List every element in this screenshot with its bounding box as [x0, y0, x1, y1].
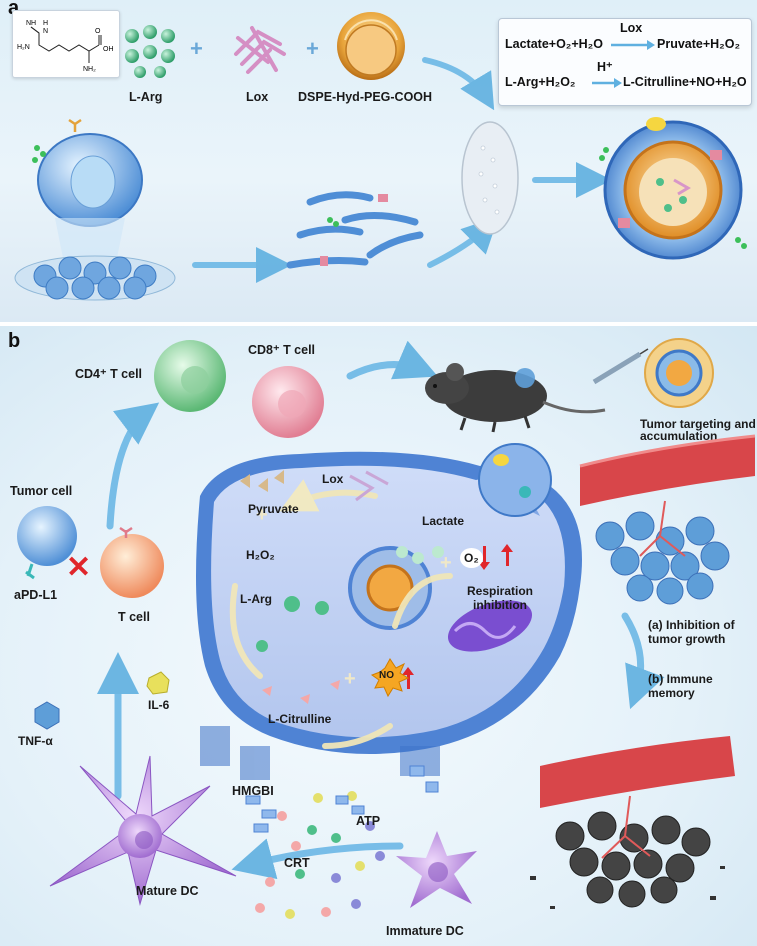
membrane-disc	[461, 121, 519, 235]
l-arg-structure: NH H N H₂N OH O NH₂	[12, 10, 120, 78]
reaction-1-left: Lactate+O₂+H₂O	[505, 37, 603, 51]
cell-membrane-source	[14, 118, 176, 301]
reaction-2-arrow	[592, 78, 622, 88]
l-arg-cell-label: L-Arg	[240, 592, 272, 606]
l-arg-structure-drawing: NH H N H₂N OH O NH₂	[17, 20, 114, 73]
struct-n: N	[43, 28, 48, 35]
cd4-t-cell-label: CD4⁺ T cell	[75, 367, 143, 381]
reaction-box: Lactate+O₂+H₂O Lox Pruvate+H₂O₂ L-Arg+H₂…	[498, 18, 752, 106]
struct-nh2: NH₂	[83, 66, 96, 73]
hmgbi-label: HMGBI	[232, 784, 274, 798]
struct-h: H	[43, 20, 48, 27]
l-citrulline-label: L-Citrulline	[268, 712, 332, 726]
panel-b-letter: b	[8, 330, 21, 352]
cd4-t-cell	[154, 340, 226, 412]
il-6-label: IL-6	[148, 698, 170, 712]
struct-oh: OH	[103, 46, 114, 53]
mature-dc	[49, 755, 237, 906]
svg-text:+: +	[256, 504, 268, 526]
struct-nh: NH	[26, 20, 36, 27]
lox-label: Lox	[246, 90, 269, 104]
immature-dc-label: Immature DC	[386, 924, 464, 938]
cd8-t-cell-label: CD8⁺ T cell	[248, 343, 316, 357]
reaction-1-catalyst: Lox	[620, 21, 643, 35]
syringe-icon	[592, 348, 649, 385]
apd-l1-label: aPD-L1	[14, 588, 58, 602]
reaction-1-right: Pruvate+H₂O₂	[657, 37, 741, 51]
no-label: NO	[379, 670, 394, 681]
svg-text:+: +	[344, 668, 356, 690]
panel-a-letter: a	[8, 0, 19, 20]
reaction-1-arrow	[611, 40, 655, 50]
mouse	[425, 363, 606, 433]
t-cell	[100, 526, 164, 598]
respiration-label: Respiration inhibition	[466, 584, 533, 612]
l-arg-label: L-Arg	[129, 90, 163, 104]
reaction-2-left: L-Arg+H₂O₂	[505, 75, 576, 89]
tumor-cell	[17, 506, 77, 580]
panel-a: a NH H N H₂N OH O NH₂ L-Arg +	[0, 0, 757, 322]
panel-b: b CD4⁺ T cell CD8⁺ T cell	[0, 326, 757, 946]
damp-particles	[245, 765, 439, 919]
red-cross-icon: ✕	[66, 551, 92, 584]
struct-h2n: H₂N	[17, 44, 30, 51]
blood-vessel-top	[579, 434, 756, 605]
tumor-targeting-label: Tumor targeting and accumulation	[640, 417, 756, 443]
tumor-cell-cross-section	[196, 451, 582, 780]
blood-vessel-bottom	[530, 736, 735, 909]
inhibition-label: (a) Inhibition of tumor growth	[648, 618, 735, 646]
struct-o: O	[95, 28, 101, 35]
tnf-alpha-icon	[34, 701, 60, 730]
crt-label: CRT	[284, 856, 310, 870]
final-nanoparticle	[599, 117, 747, 260]
l-arg-molecules	[125, 25, 175, 78]
pyruvate-label: Pyruvate	[248, 502, 299, 516]
lox-protein	[234, 26, 286, 74]
svg-text:+: +	[440, 552, 452, 574]
dspe-liposome	[337, 12, 405, 80]
tumor-nanoparticle	[478, 443, 552, 517]
h2o2-label: H₂O₂	[246, 548, 275, 562]
membrane-fragments	[286, 191, 424, 269]
plus-sign-1: +	[190, 36, 203, 61]
reaction-2-right: L-Citrulline+NO+H₂O	[623, 75, 747, 89]
liposome-label: DSPE-Hyd-PEG-COOH	[298, 90, 433, 104]
plus-sign-2: +	[306, 36, 319, 61]
inset-nanoparticle	[644, 338, 714, 408]
cd8-t-cell	[252, 366, 324, 438]
il-6-icon	[146, 671, 170, 695]
reaction-2-catalyst: H⁺	[597, 60, 613, 74]
o2-label: O₂	[460, 548, 483, 568]
t-cell-label: T cell	[118, 610, 150, 624]
atp-label: ATP	[356, 814, 381, 828]
lox-cell-label: Lox	[322, 472, 344, 486]
tnf-alpha-label: TNF-α	[18, 734, 53, 748]
immature-dc	[396, 831, 477, 908]
panel-b-arrows	[97, 340, 665, 880]
mature-dc-label: Mature DC	[136, 884, 199, 898]
cell-molecules: + + +	[229, 470, 513, 749]
lactate-label: Lactate	[422, 514, 465, 528]
tumor-cell-label: Tumor cell	[10, 484, 73, 498]
immune-memory-label: (b) Immune memory	[648, 672, 713, 700]
